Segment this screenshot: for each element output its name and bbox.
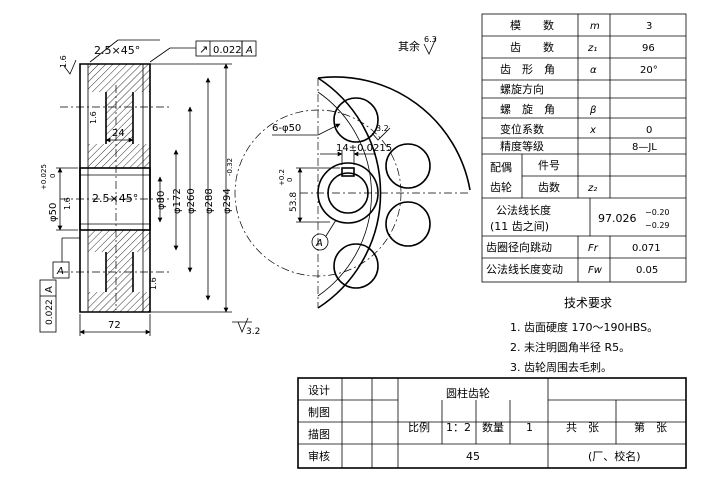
- diameter-dims: φ80 φ172 φ260 φ288 φ294 -0.32: [150, 63, 234, 313]
- bottom-row-symbol-1: Fw: [588, 265, 603, 276]
- keyway-depth-tol-upper: +0.2: [278, 169, 286, 186]
- mating-name-0: 件号: [538, 159, 560, 172]
- side-view: [234, 76, 471, 309]
- tb-company: (厂、校名): [588, 449, 641, 463]
- runout-top-value: 0.022: [213, 45, 242, 56]
- dim-face-width: 72: [108, 320, 121, 331]
- keyway-depth-main: 53.8: [289, 192, 299, 212]
- common-normal-label-2: (11 齿之间): [490, 219, 549, 233]
- tb-qty-value: 1: [526, 421, 533, 434]
- tb-scale-value: 1：2: [446, 421, 471, 434]
- roughness-rim-mid: 1.6: [89, 111, 98, 124]
- tb-qty-label: 数量: [482, 421, 504, 434]
- title-block: [297, 377, 687, 469]
- mating-name-1: 齿数: [538, 181, 560, 194]
- common-normal-tol-upper: −0.20: [645, 208, 670, 217]
- tb-part-name: 圆柱齿轮: [446, 386, 490, 400]
- param-symbol-4: β: [589, 105, 597, 116]
- keyway-depth-tol-lower: 0: [286, 178, 294, 182]
- dim-hub-width: 24: [112, 128, 125, 139]
- dim-holes-circle: φ260: [186, 188, 197, 214]
- tb-total-sheets: 共 张: [566, 421, 599, 434]
- dim-web-dia: φ172: [172, 188, 183, 214]
- dim-root-dia: φ288: [204, 188, 215, 214]
- dim-tip-tol: -0.32: [226, 158, 234, 176]
- runout-top-datum: A: [245, 45, 253, 56]
- tech-req-item-1: 2. 未注明圆角半径 R5。: [510, 340, 630, 354]
- front-section-view: [60, 63, 170, 313]
- param-table: [481, 13, 687, 283]
- param-name-2: 齿 形 角: [500, 63, 555, 76]
- roughness-rim-bottom: 1.6: [149, 277, 158, 290]
- param-symbol-2: α: [590, 65, 597, 76]
- roughness-rest-label: 其余: [398, 39, 420, 53]
- param-symbol-1: z₁: [587, 43, 597, 54]
- roughness-bore: 1.6: [63, 197, 72, 210]
- bottom-row-name-1: 公法线长度变动: [486, 262, 563, 276]
- tb-trace: 描图: [308, 427, 330, 441]
- param-value-5: 0: [646, 125, 652, 136]
- runout-top-symbol: ↗: [199, 43, 208, 56]
- dim-bore-tol-lower: 0: [49, 174, 57, 178]
- bottom-row-name-0: 齿圈径向跳动: [486, 240, 552, 254]
- param-name-0: 模 数: [510, 19, 554, 32]
- param-value-0: 3: [646, 21, 652, 32]
- side-datum-label: A: [315, 238, 323, 249]
- bottom-row-symbol-0: Fr: [588, 243, 599, 254]
- tb-design: 设计: [308, 384, 330, 397]
- dim-hub-dia: φ80: [156, 191, 167, 210]
- chamfer-bore-label: 2.5×45°: [92, 192, 138, 205]
- common-normal-label-1: 公法线长度: [496, 203, 551, 217]
- param-value-2: 20°: [640, 65, 658, 76]
- dim-bore-main: φ50: [48, 203, 59, 222]
- mating-symbol-1: z₂: [587, 183, 597, 194]
- holes-label: 6-φ50: [272, 123, 301, 134]
- roughness-rest-value: 6.3: [424, 35, 437, 44]
- mating-group-label-2: 齿轮: [490, 180, 512, 194]
- param-name-3: 螺旋方向: [500, 82, 544, 96]
- param-symbol-0: m: [590, 21, 600, 32]
- param-name-1: 齿 数: [510, 41, 554, 54]
- dim-tip-main: φ294: [222, 188, 233, 214]
- tech-req-title: 技术要求: [564, 296, 612, 310]
- tb-scale-label: 比例: [408, 420, 430, 434]
- common-normal-tol-lower: −0.29: [645, 221, 670, 230]
- common-normal-main: 97.026: [598, 212, 637, 225]
- param-symbol-5: x: [589, 125, 596, 136]
- tb-sheet-no: 第 张: [634, 420, 667, 434]
- param-value-6: 8—JL: [632, 142, 657, 153]
- bottom-row-value-1: 0.05: [636, 265, 658, 276]
- roughness-hole: 3.2: [376, 124, 389, 133]
- param-name-6: 精度等级: [500, 139, 544, 153]
- runout-left-value: 0.022: [45, 299, 55, 325]
- dim-bore-tol-upper: +0.025: [40, 164, 48, 190]
- tech-req-item-2: 3. 齿轮周围去毛刺。: [510, 360, 612, 374]
- param-name-4: 螺 旋 角: [500, 102, 555, 116]
- bottom-row-value-0: 0.071: [632, 243, 661, 254]
- tech-req-item-0: 1. 齿面硬度 170～190HBS。: [510, 320, 658, 334]
- tb-draft: 制图: [308, 406, 330, 419]
- tb-review: 审核: [308, 449, 330, 463]
- runout-left-datum: A: [44, 286, 55, 293]
- param-value-1: 96: [642, 43, 655, 54]
- keyway-width: 14±0.0215: [336, 143, 392, 154]
- tb-material: 45: [466, 450, 480, 463]
- mating-group-label: 配偶: [490, 161, 512, 174]
- roughness-rim-top: 1.6: [59, 55, 68, 68]
- datum-left-label: A: [56, 266, 64, 277]
- param-name-5: 变位系数: [500, 122, 544, 136]
- chamfer-top-label: 2.5×45°: [94, 44, 140, 57]
- roughness-face: 3.2: [246, 327, 260, 337]
